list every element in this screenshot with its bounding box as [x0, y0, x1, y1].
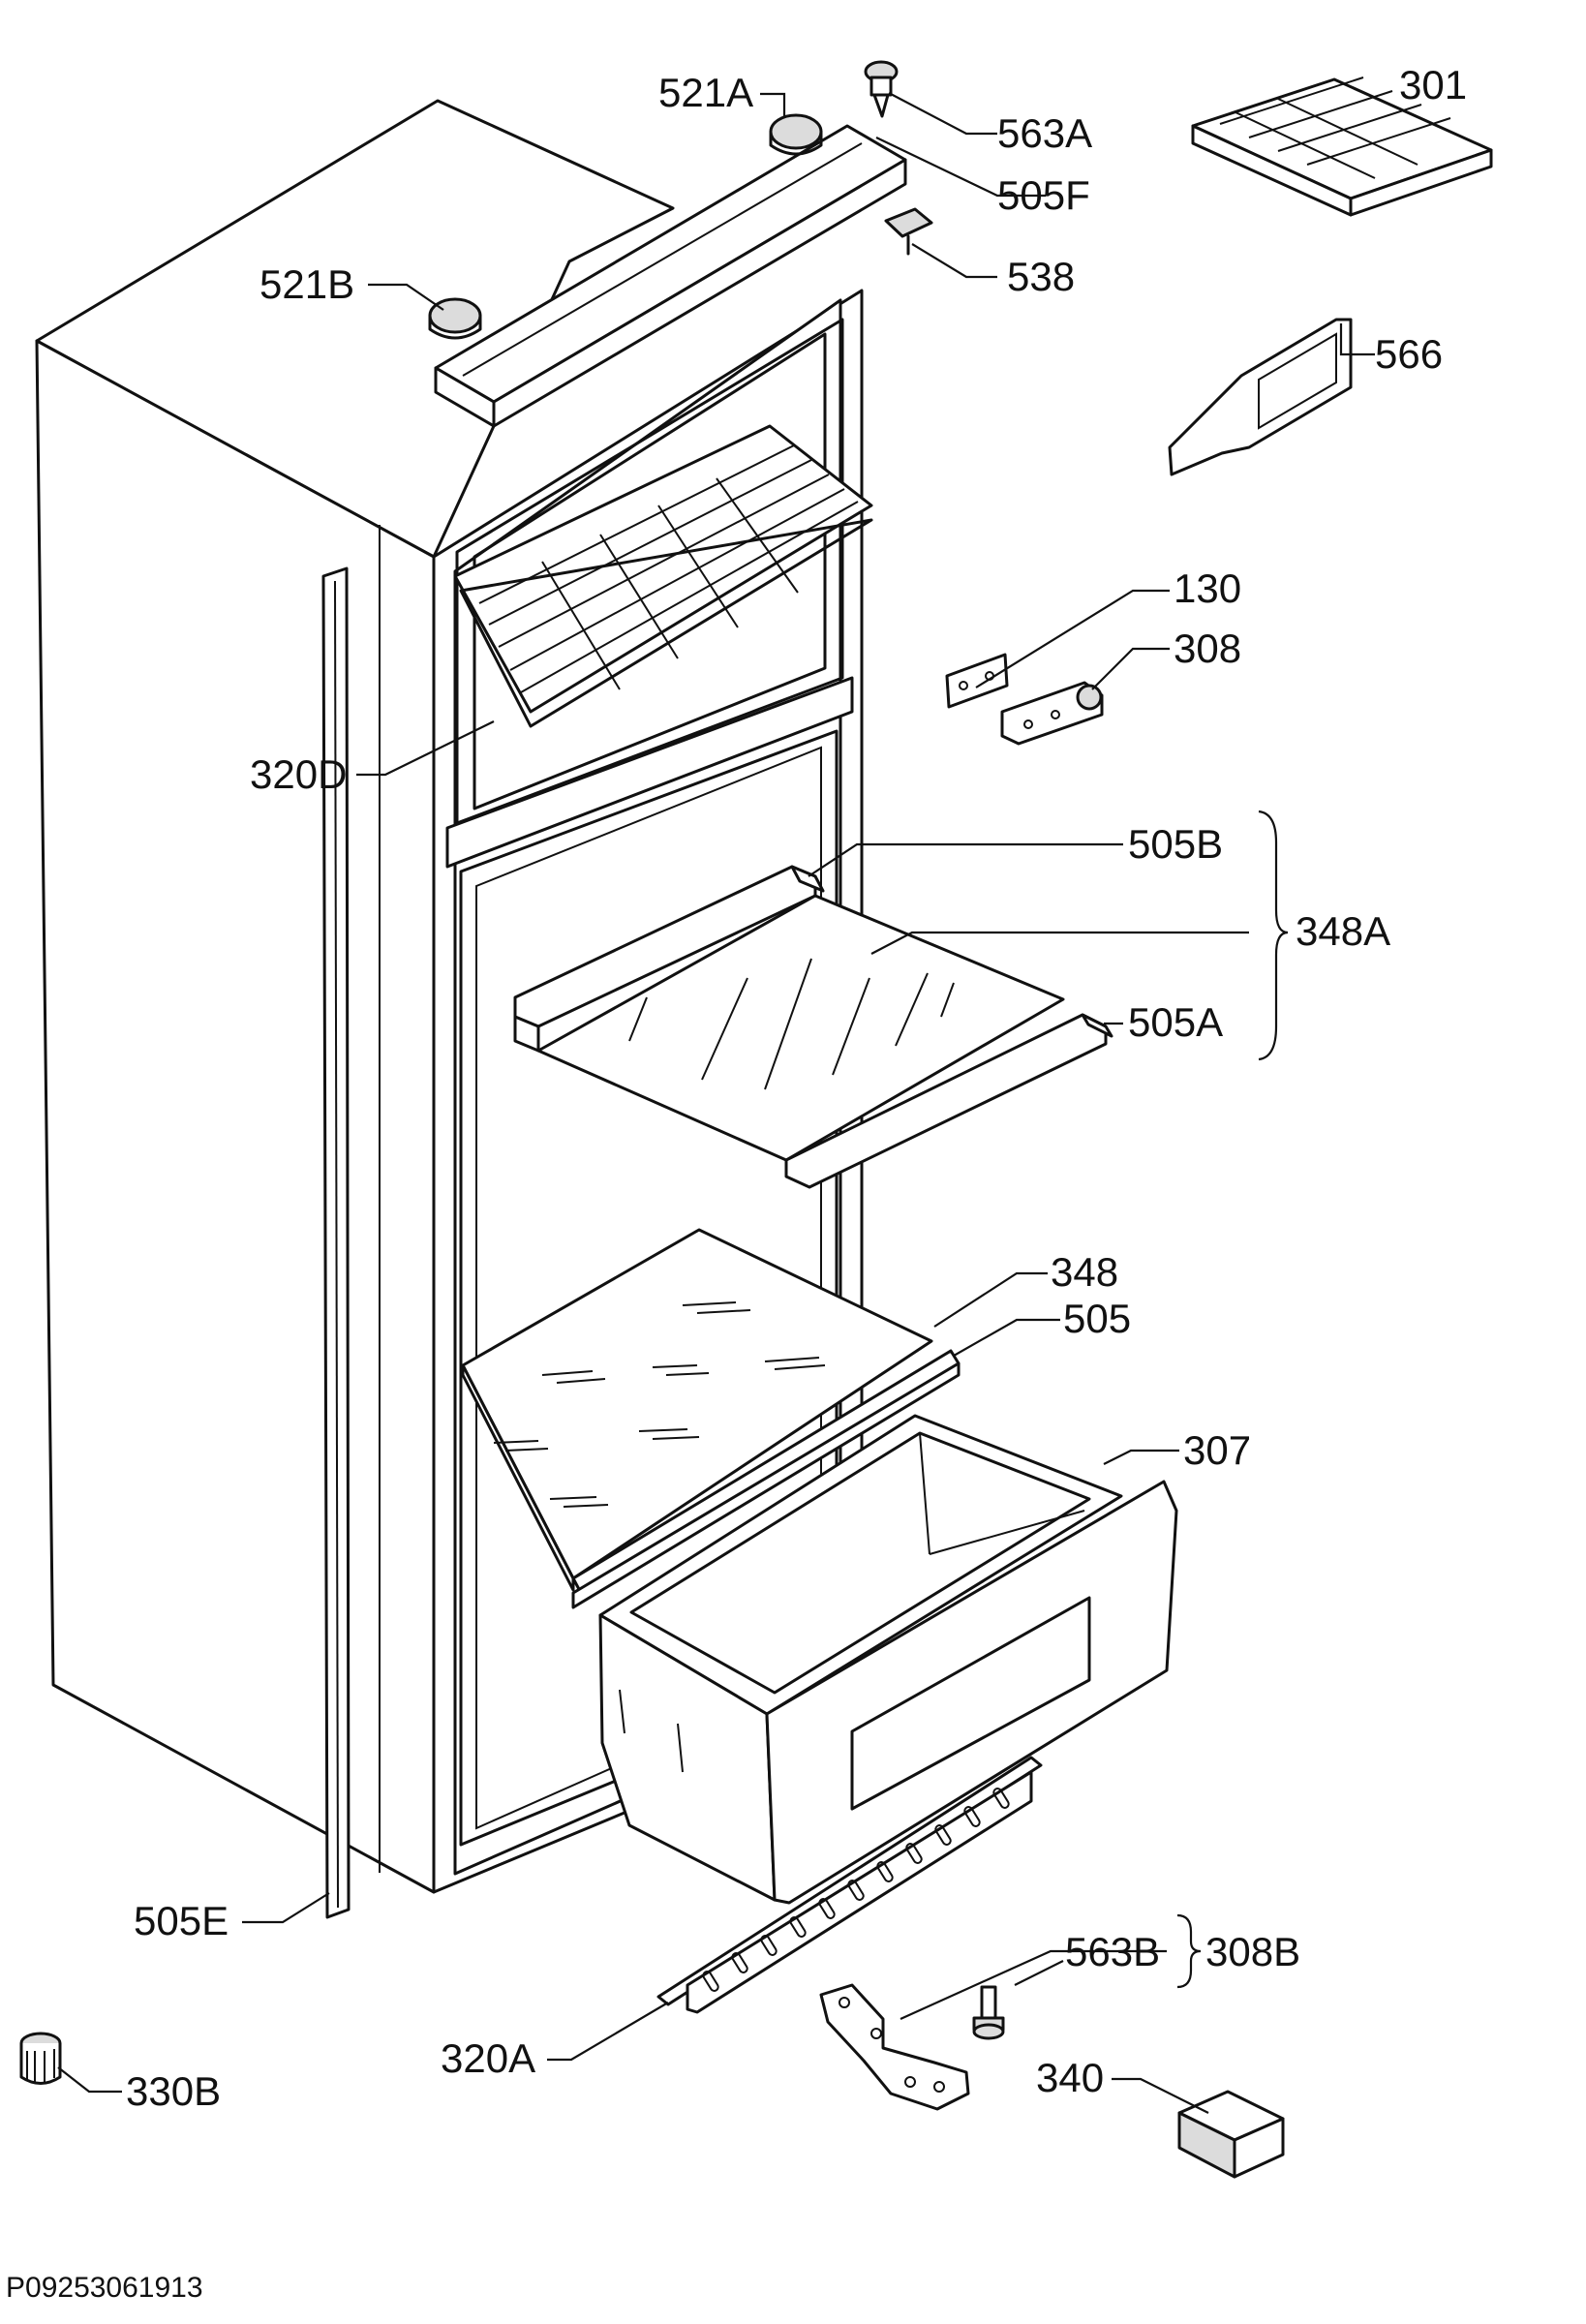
label-563a: 563A: [997, 110, 1092, 156]
clip-538: [884, 207, 933, 256]
label-130: 130: [1174, 566, 1241, 611]
label-505a: 505A: [1128, 999, 1223, 1045]
glass-shelf-assembly-348a: [513, 865, 1113, 1189]
top-hinge-bar-505f: [434, 124, 907, 428]
ice-scraper-566: [1168, 318, 1353, 476]
cap-521b: [428, 297, 482, 340]
door-seal-strip-505e: [321, 566, 351, 1919]
diagram-code: P09253061913: [6, 2272, 203, 2304]
cover-340: [1177, 2090, 1285, 2179]
shelf-trim-505: [571, 1349, 961, 1609]
label-301: 301: [1399, 62, 1467, 107]
label-566: 566: [1375, 331, 1443, 377]
brace-348a: [1258, 810, 1289, 1061]
label-308b: 308B: [1205, 1929, 1300, 1974]
label-538: 538: [1007, 254, 1075, 299]
label-320d: 320D: [250, 751, 347, 797]
screw-563b: [972, 1985, 1005, 2040]
label-308: 308: [1174, 626, 1241, 671]
ice-tray-301: [1191, 76, 1493, 217]
label-505f: 505F: [997, 172, 1090, 218]
label-348a: 348A: [1296, 908, 1390, 954]
label-521a: 521A: [658, 70, 753, 115]
ventilation-grille-320a: [656, 1756, 1043, 2014]
plate-130: [945, 653, 1009, 709]
label-563b: 563B: [1065, 1929, 1160, 1974]
bottom-hinge-308b: [819, 1983, 970, 2111]
label-505e: 505E: [134, 1898, 229, 1943]
leader-lines: [57, 92, 1375, 2114]
label-340: 340: [1036, 2055, 1104, 2100]
screw-563a: [864, 60, 899, 118]
crisper-drawer-307: [598, 1414, 1178, 1905]
label-521b: 521B: [259, 261, 354, 307]
freezer-grid-shelf-320d: [453, 424, 873, 728]
label-330b: 330B: [126, 2068, 221, 2114]
label-505: 505: [1063, 1296, 1131, 1341]
adjustable-foot-330b: [19, 2032, 62, 2085]
label-320a: 320A: [441, 2035, 535, 2081]
brace-308b: [1176, 1913, 1202, 1989]
cap-521a: [769, 113, 823, 156]
glass-shelf-348: [461, 1228, 933, 1592]
label-348: 348: [1051, 1249, 1118, 1295]
label-505b: 505B: [1128, 821, 1223, 867]
label-307: 307: [1183, 1427, 1251, 1473]
hinge-308: [1000, 681, 1104, 746]
